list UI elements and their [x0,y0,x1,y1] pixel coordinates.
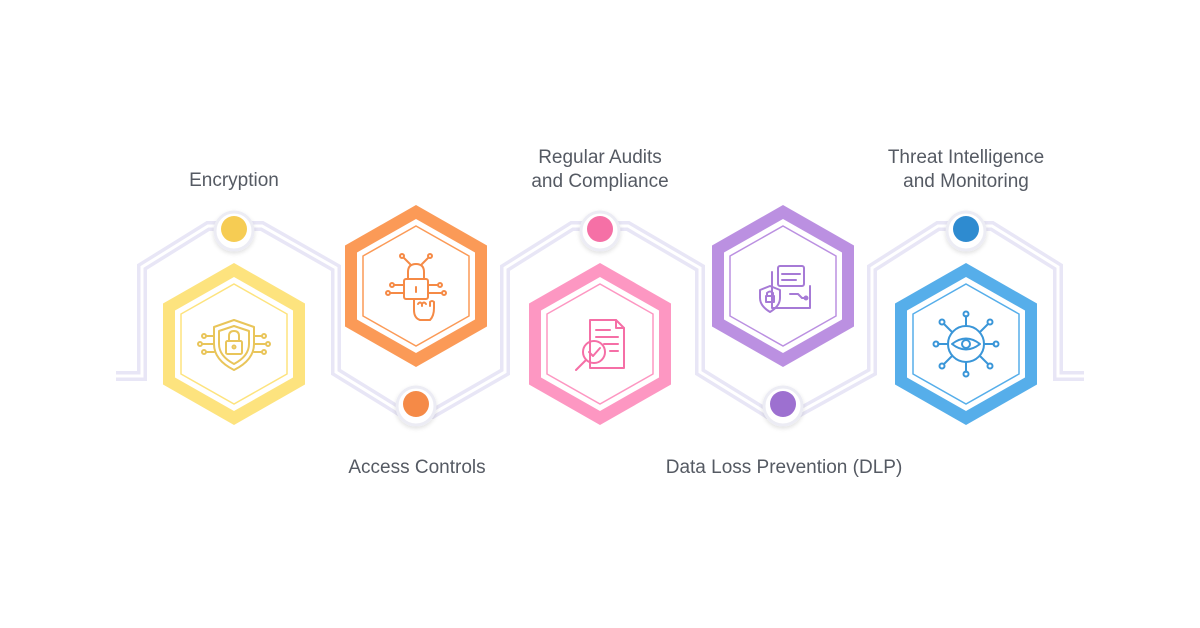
label-data-loss-prevention: Data Loss Prevention (DLP) [644,456,924,480]
dot-threat-intelligence [945,210,987,252]
hexagon-threat-intelligence [895,263,1037,425]
hexagon-regular-audits [529,263,671,425]
label-threat-intelligence: Threat Intelligence and Monitoring [856,146,1076,194]
label-threat-intelligence-line-2: and Monitoring [903,171,1029,192]
dot-encryption [213,210,255,252]
fingerprint-circuit-icon [385,253,447,321]
hexagon-encryption [163,263,305,425]
dot-regular-audits [579,210,621,252]
label-data-loss-prevention-line-1: Data Loss Prevention (DLP) [665,457,903,478]
label-regular-audits-line-2: and Compliance [531,171,669,192]
dot-access-controls [395,385,437,427]
document-magnifier-icon [575,319,625,371]
label-regular-audits: Regular Audits and Compliance [490,146,710,194]
label-regular-audits-line-1: Regular Audits [538,147,662,168]
label-access-controls-line-1: Access Controls [348,457,486,478]
label-threat-intelligence-line-1: Threat Intelligence [887,147,1045,168]
eye-network-icon [932,310,1000,378]
label-encryption-line-1: Encryption [189,170,279,191]
shield-lock-icon [197,319,271,371]
label-access-controls: Access Controls [307,456,527,480]
dot-data-loss-prevention [762,385,804,427]
data-folder-shield-icon [759,265,811,313]
label-encryption: Encryption [124,169,344,193]
